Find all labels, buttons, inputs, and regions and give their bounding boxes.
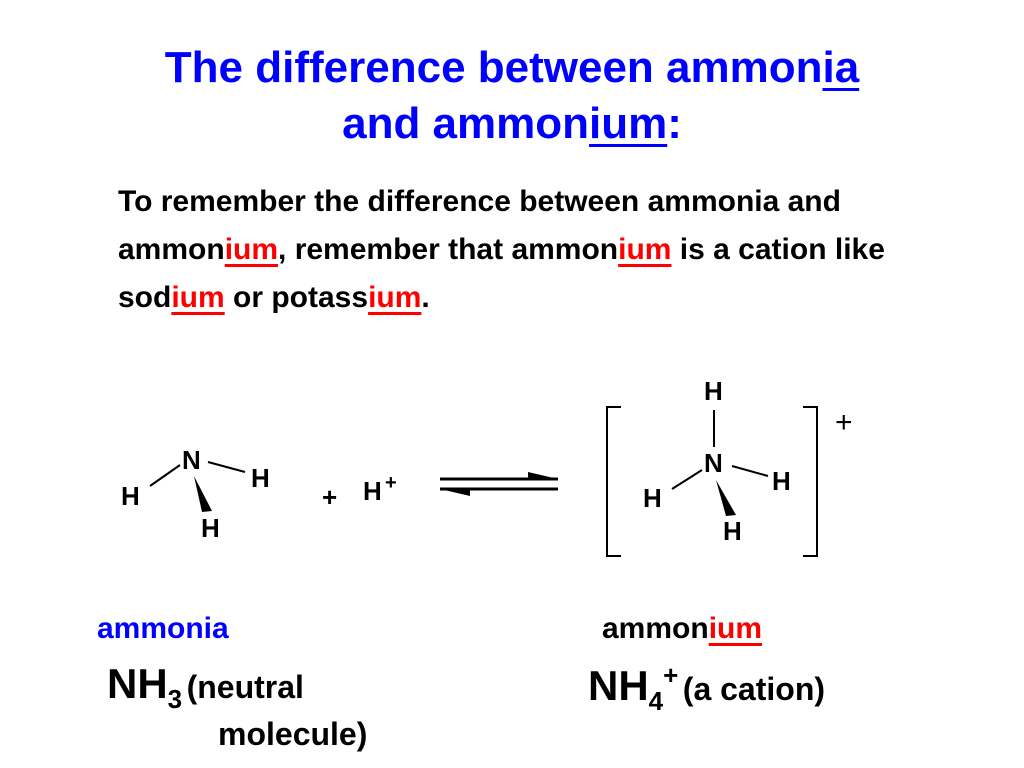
- left-bracket: [606, 406, 621, 557]
- nh4-hydrogen-left: H: [643, 483, 662, 513]
- ammonium-label-suffix: ium: [708, 612, 763, 645]
- proton-hydrogen: H: [363, 476, 382, 506]
- forward-arrow-head: [528, 472, 558, 479]
- highlight-suffix: ium: [618, 233, 672, 266]
- nh3-bond-right: [207, 461, 246, 473]
- nh3-description-line2: molecule): [218, 716, 368, 752]
- nh4-formula-subscript: 4: [648, 686, 664, 716]
- title-text: The difference between ammon: [164, 43, 823, 92]
- highlight-suffix: ium: [171, 281, 225, 314]
- nh3-wedge-bond: [194, 476, 212, 512]
- nh3-hydrogen-bottom: H: [201, 513, 220, 543]
- paragraph-text: or potass: [224, 281, 369, 314]
- nh3-description-line2-wrap: molecule): [218, 716, 367, 753]
- nh4-hydrogen-right: H: [772, 466, 791, 496]
- highlight-suffix: ium: [224, 233, 279, 266]
- highlight-suffix: ium: [368, 281, 422, 314]
- nh3-formula: NH3 (neutral: [107, 660, 304, 715]
- nh4-nitrogen-atom: N: [704, 448, 723, 478]
- nh4-description: (a cation): [682, 671, 826, 707]
- reaction-plus-sign: +: [322, 482, 338, 512]
- nh4-hydrogen-top: H: [704, 376, 723, 406]
- title-text: and ammon: [342, 99, 590, 148]
- ammonium-label: ammonium: [602, 612, 762, 646]
- ammonia-label: ammonia: [97, 612, 229, 645]
- title-underlined-suffix: ium: [589, 99, 668, 148]
- paragraph-text: .: [421, 281, 430, 314]
- ammonium-label-text: ammon: [602, 612, 709, 645]
- slide-title: The difference between ammonia and ammon…: [0, 40, 1024, 152]
- nh4-bracket-charge: +: [835, 406, 853, 439]
- right-bracket: [803, 406, 818, 557]
- nh3-nitrogen-atom: N: [182, 445, 201, 475]
- paragraph-text: is a cation like sod: [118, 233, 885, 314]
- paragraph-text: , remember that ammon: [278, 233, 619, 266]
- nh4-bond-left: [671, 469, 703, 490]
- nh3-hydrogen-right: H: [251, 463, 270, 493]
- nh4-formula-main: NH: [588, 662, 649, 709]
- paragraph-text: To remember the difference between ammon…: [118, 185, 841, 266]
- nh3-formula-subscript: 3: [167, 684, 183, 714]
- nh4-formula: NH4+ (a cation): [588, 660, 825, 717]
- nh3-bond-left: [149, 464, 181, 487]
- title-line-1: The difference between ammonia: [0, 40, 1024, 96]
- title-line-2: and ammonium:: [0, 96, 1024, 152]
- nh4-bond-right: [731, 465, 769, 477]
- proton-charge: +: [385, 472, 397, 494]
- nh4-formula-superscript: +: [663, 660, 679, 690]
- nh4-hydrogen-bottom: H: [723, 516, 742, 546]
- title-underlined-suffix: ia: [822, 43, 860, 92]
- nh3-formula-main: NH: [107, 660, 168, 707]
- nh3-description-line1: (neutral: [186, 669, 304, 705]
- title-colon: :: [667, 99, 682, 148]
- reverse-arrow-head: [440, 489, 470, 496]
- nh3-hydrogen-left: H: [121, 481, 140, 511]
- explanation-paragraph: To remember the difference between ammon…: [118, 178, 938, 322]
- nh4-wedge-bond: [716, 480, 736, 516]
